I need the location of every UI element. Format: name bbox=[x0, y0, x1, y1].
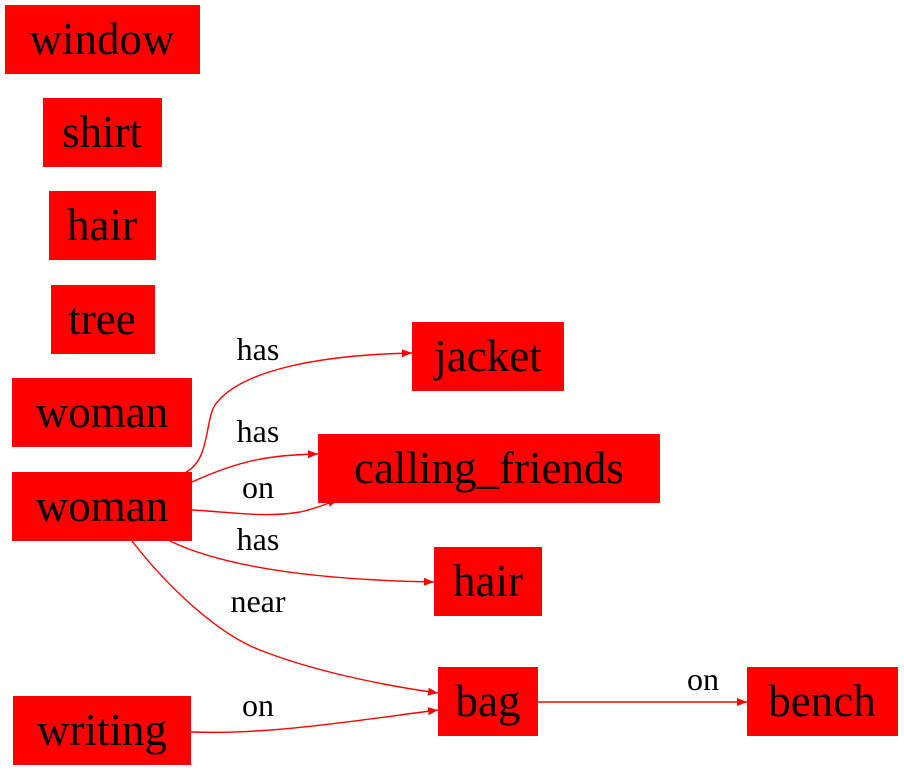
node-jacket: jacket bbox=[412, 322, 564, 391]
node-label: shirt bbox=[62, 107, 143, 157]
node-woman: woman bbox=[12, 378, 192, 447]
node-label: jacket bbox=[432, 331, 542, 381]
node-box bbox=[747, 667, 898, 736]
node-box bbox=[5, 5, 200, 74]
node-label: bag bbox=[456, 676, 521, 726]
edge-line bbox=[191, 499, 339, 516]
node-label: window bbox=[30, 14, 176, 64]
edge-writing-on-bag: on bbox=[190, 687, 439, 734]
node-box bbox=[434, 547, 542, 616]
edge-label-has: has bbox=[237, 413, 280, 449]
edge-line bbox=[169, 540, 435, 586]
node-window: window bbox=[5, 5, 200, 74]
edge-label-near: near bbox=[230, 583, 285, 619]
node-writing: writing bbox=[13, 696, 191, 765]
node-label: bench bbox=[768, 676, 875, 726]
edge-label-on: on bbox=[242, 687, 274, 723]
node-shirt: shirt bbox=[43, 98, 162, 167]
edge-woman-has-hair: has bbox=[169, 521, 435, 586]
node-label: hair bbox=[67, 200, 137, 250]
edge-woman-has-calling-friends: has bbox=[191, 413, 319, 483]
edge-woman-on-calling-friends: on bbox=[191, 469, 339, 516]
node-label: tree bbox=[68, 294, 135, 344]
node-box bbox=[12, 472, 192, 541]
node-label: calling_friends bbox=[354, 443, 624, 493]
node-label: woman bbox=[36, 481, 168, 531]
edge-woman-has-jacket: has bbox=[185, 331, 413, 473]
edge-label-on: on bbox=[687, 661, 719, 697]
node-box bbox=[51, 285, 155, 354]
edge-bag-on-bench: on bbox=[538, 661, 747, 706]
node-box bbox=[438, 667, 538, 736]
edge-label-has: has bbox=[237, 521, 280, 557]
node-bench: bench bbox=[747, 667, 898, 736]
edge-line bbox=[191, 450, 319, 483]
node-tree: tree bbox=[51, 285, 155, 354]
edge-line bbox=[185, 349, 413, 473]
edge-label-has: has bbox=[237, 331, 280, 367]
node-label: woman bbox=[36, 387, 168, 437]
node-calling-friends: calling_friends bbox=[318, 434, 660, 503]
node-woman-subject: woman bbox=[12, 472, 192, 541]
edge-woman-near-bag: near bbox=[131, 540, 439, 696]
edge-label-on: on bbox=[242, 469, 274, 505]
edge-line bbox=[190, 707, 439, 734]
node-hair-object: hair bbox=[434, 547, 542, 616]
node-box bbox=[318, 434, 660, 503]
node-box bbox=[43, 98, 162, 167]
node-box bbox=[13, 696, 191, 765]
node-label: writing bbox=[37, 705, 167, 755]
node-box bbox=[412, 322, 564, 391]
node-label: hair bbox=[453, 556, 523, 606]
node-hair: hair bbox=[49, 191, 156, 260]
node-box bbox=[49, 191, 156, 260]
edge-line bbox=[131, 540, 439, 696]
node-box bbox=[12, 378, 192, 447]
node-bag: bag bbox=[438, 667, 538, 736]
